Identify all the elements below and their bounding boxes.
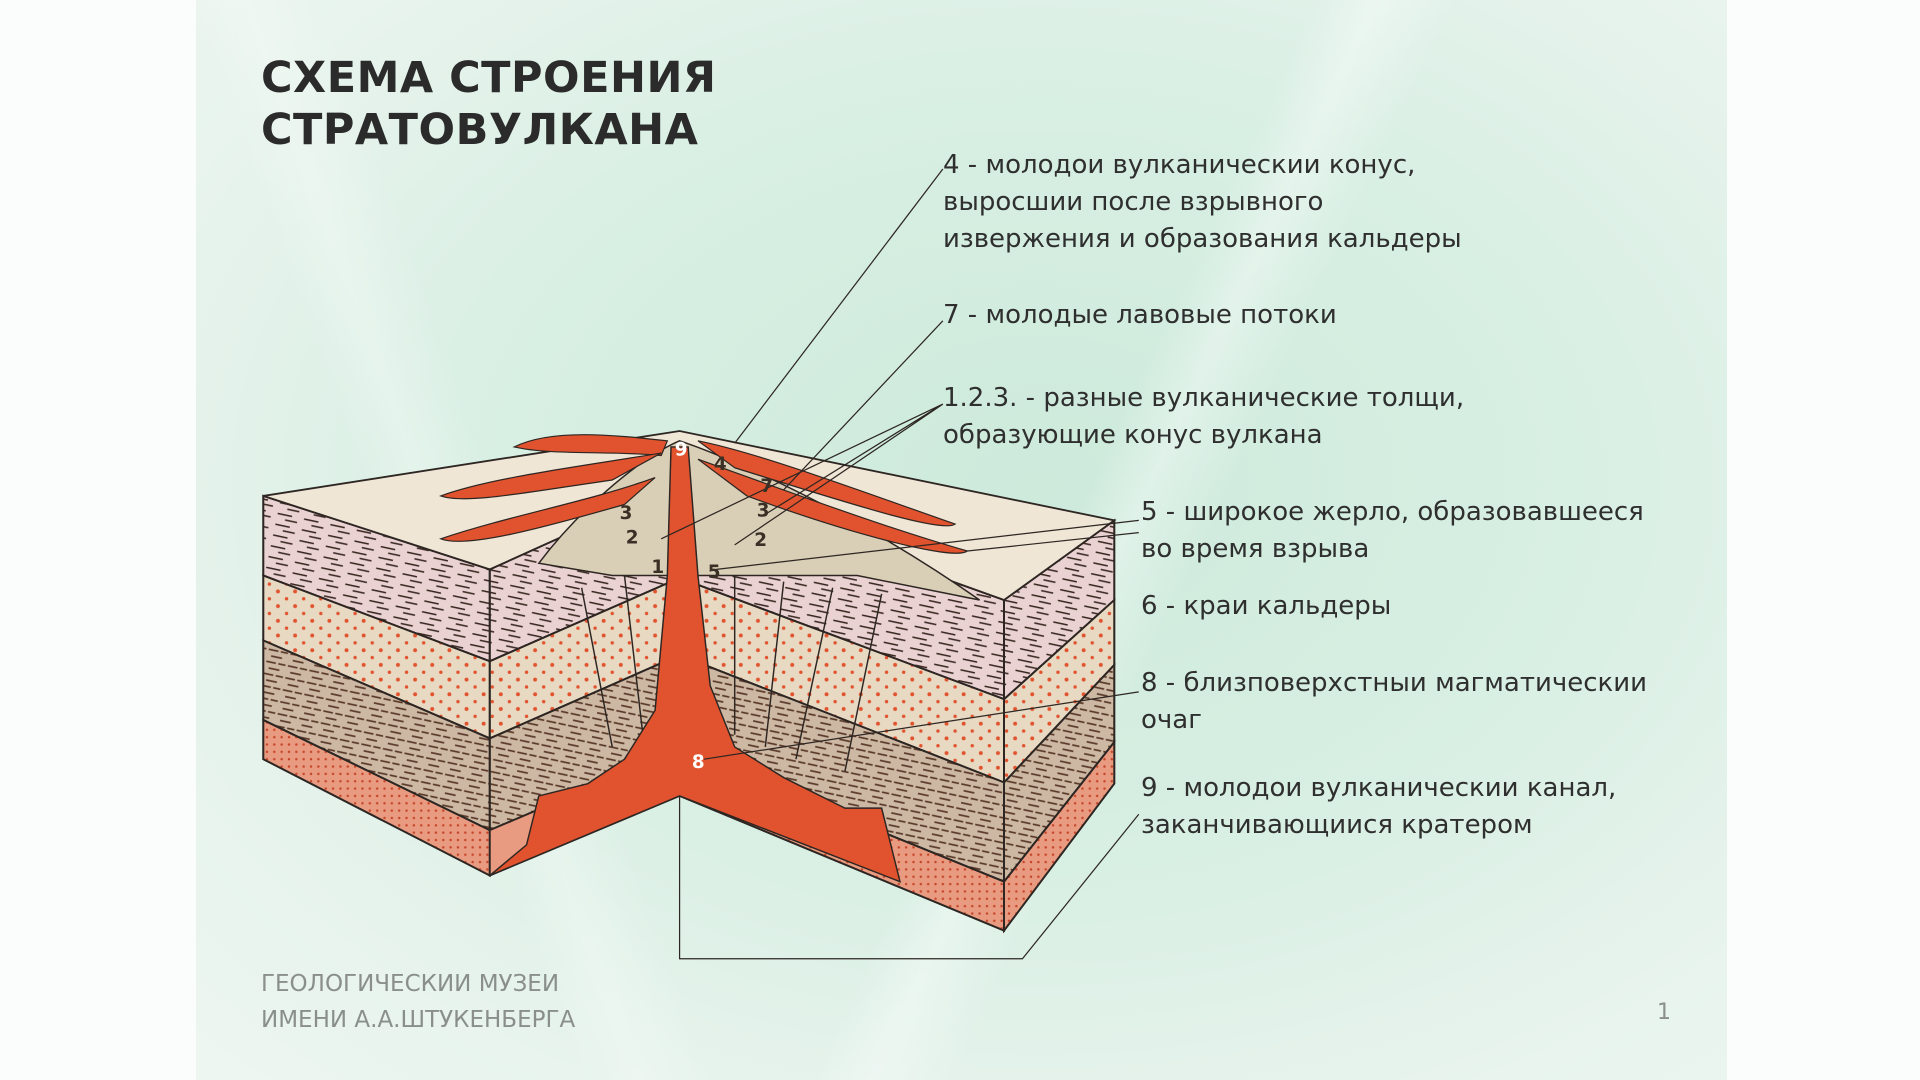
diagram-label-9: 9 bbox=[675, 440, 688, 461]
legend-text: выросшии после взрывного bbox=[943, 187, 1324, 217]
legend-text: 8 - близповерхстныи магматическии bbox=[1141, 668, 1648, 698]
legend-text: 4 - молодои вулканическии конус, bbox=[943, 150, 1416, 180]
diagram-label-1: 1 bbox=[651, 557, 664, 578]
museum-credit: ГЕОЛОГИЧЕСКИИ МУЗЕИ ИМЕНИ А.А.ШТУКЕНБЕРГ… bbox=[261, 966, 575, 1038]
legend-item-4: 4 - молодои вулканическии конус, выросши… bbox=[943, 147, 1462, 258]
left-outer-face bbox=[262, 494, 491, 878]
legend-text: во время взрыва bbox=[1141, 534, 1370, 564]
diagram-label-2b: 2 bbox=[754, 530, 767, 551]
footer-line-1: ГЕОЛОГИЧЕСКИИ МУЗЕИ bbox=[261, 971, 560, 997]
diagram-label-3a: 3 bbox=[620, 503, 633, 524]
footer-line-2: ИМЕНИ А.А.ШТУКЕНБЕРГА bbox=[261, 1007, 576, 1033]
diagram-label-4: 4 bbox=[714, 454, 727, 475]
diagram-label-5: 5 bbox=[708, 562, 721, 583]
page-number: 1 bbox=[1657, 1000, 1671, 1025]
legend-text: 5 - широкое жерло, образовавшееся bbox=[1141, 497, 1644, 527]
legend-text: 1.2.3. - разные вулканические толщи, bbox=[943, 383, 1465, 413]
page-title: СХЕМА СТРОЕНИЯ СТРАТОВУЛКАНА bbox=[261, 52, 717, 156]
title-line-2: СТРАТОВУЛКАНА bbox=[261, 105, 699, 155]
legend-text: 7 - молодые лавовые потоки bbox=[943, 300, 1337, 330]
right-outer-face bbox=[1003, 518, 1116, 934]
legend-item-8: 8 - близповерхстныи магматическии очаг bbox=[1141, 665, 1647, 739]
caldera-fault-blocks bbox=[580, 575, 883, 772]
legend-item-7: 7 - молодые лавовые потоки bbox=[943, 297, 1337, 334]
legend-text: 9 - молодои вулканическии канал, bbox=[1141, 773, 1617, 803]
diagram-label-3b: 3 bbox=[757, 501, 770, 522]
legend-text: заканчивающиися кратером bbox=[1141, 810, 1533, 840]
legend-text: образующие конус вулкана bbox=[943, 420, 1323, 450]
legend-item-5: 5 - широкое жерло, образовавшееся во вре… bbox=[1141, 494, 1644, 568]
diagram-label-7: 7 bbox=[760, 476, 773, 497]
legend-item-6: 6 - краи кальдеры bbox=[1141, 588, 1391, 625]
legend-text: извержения и образования кальдеры bbox=[943, 224, 1462, 254]
legend-text: 6 - краи кальдеры bbox=[1141, 591, 1392, 621]
callout-lines bbox=[660, 168, 1140, 960]
title-line-1: СХЕМА СТРОЕНИЯ bbox=[261, 53, 717, 103]
magma-chamber bbox=[489, 446, 902, 883]
legend-text: очаг bbox=[1141, 705, 1202, 735]
legend-item-9: 9 - молодои вулканическии канал, заканчи… bbox=[1141, 770, 1616, 844]
diagram-label-8: 8 bbox=[692, 752, 705, 773]
diagram-numbers: 9 4 7 3 2 1 3 2 5 8 bbox=[620, 440, 774, 773]
diagram-label-2a: 2 bbox=[626, 528, 639, 549]
legend-item-1-2-3: 1.2.3. - разные вулканические толщи, обр… bbox=[943, 380, 1464, 454]
